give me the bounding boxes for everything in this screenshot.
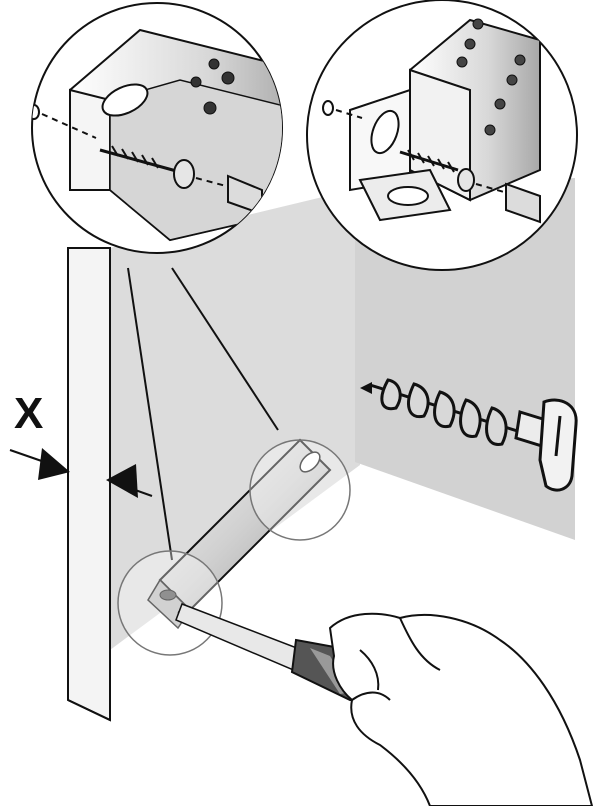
dimension-label: X: [14, 389, 43, 438]
rail-bracket: [147, 438, 332, 630]
detail-circle-right: [306, 0, 578, 271]
screw-icon: [99, 145, 195, 189]
hand-icon: [329, 612, 593, 806]
arrow-right: [38, 448, 70, 480]
dimension-x: X: [9, 389, 153, 498]
right-wall-panel: [355, 178, 575, 540]
leader-lines: [127, 267, 279, 561]
detail-marker-lower: [117, 550, 223, 656]
back-wall-panel: [110, 188, 360, 650]
wall: [67, 178, 575, 722]
detail-marker-upper: [249, 439, 351, 541]
arrow-left: [106, 464, 138, 498]
side-board: [67, 247, 111, 722]
detail-circle-left: [31, 2, 283, 254]
wall-plug-icon: [360, 378, 578, 492]
